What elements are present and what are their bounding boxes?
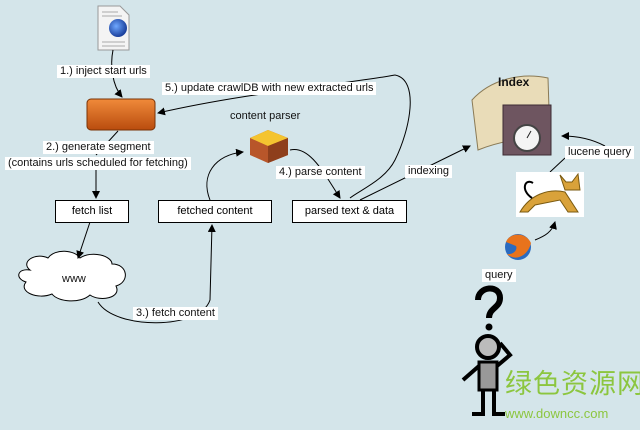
- step-parse-label: 4.) parse content: [276, 166, 365, 179]
- parsed-text-node: parsed text & data: [292, 200, 407, 223]
- question-mark-icon: [475, 285, 504, 331]
- step-generate-sub-label: (contains urls scheduled for fetching): [5, 157, 191, 170]
- document-globe-icon: [97, 5, 130, 51]
- www-label: www: [62, 273, 86, 285]
- cloud-icon: [18, 250, 126, 302]
- fetched-content-node: fetched content: [158, 200, 272, 223]
- step-update-label: 5.) update crawlDB with new extracted ur…: [162, 82, 377, 95]
- tomcat-icon: [516, 172, 584, 217]
- query-label: query: [482, 269, 516, 282]
- lucene-query-label: lucene query: [565, 146, 634, 159]
- step-inject-label: 1.) inject start urls: [57, 65, 150, 78]
- step-generate-label: 2.) generate segment: [43, 141, 154, 154]
- firefox-icon: [505, 234, 531, 260]
- content-parser-label: content parser: [230, 110, 301, 122]
- watermark-cn: 绿色资源网: [505, 369, 640, 400]
- index-label: Index: [498, 75, 530, 89]
- index-book-stopwatch-icon: [471, 75, 552, 156]
- watermark-url: www.downcc.com: [505, 406, 609, 421]
- thinking-person-icon: [461, 334, 513, 416]
- indexing-label: indexing: [405, 165, 452, 178]
- step-fetch-label: 3.) fetch content: [133, 307, 218, 320]
- crawldb-cylinder-icon: [86, 98, 156, 131]
- package-box-icon: [250, 130, 288, 163]
- fetch-list-node: fetch list: [55, 200, 129, 223]
